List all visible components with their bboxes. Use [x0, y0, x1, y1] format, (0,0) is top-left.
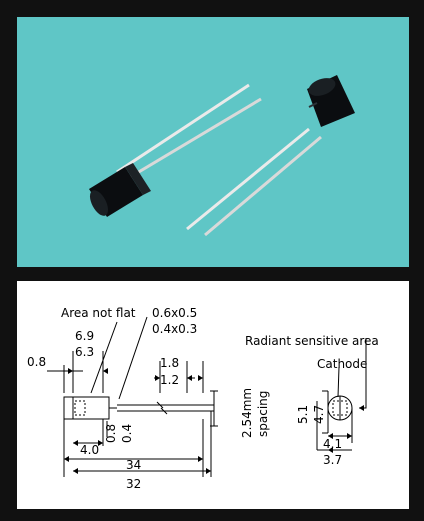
- lead-1-left: [116, 83, 250, 174]
- label-cathode: Cathode: [317, 357, 367, 371]
- dim-32: 32: [126, 477, 141, 491]
- label-radiant-sensitive-area: Radiant sensitive area: [245, 334, 379, 348]
- lead-1-right: [186, 127, 310, 231]
- dim-4.0: 4.0: [80, 443, 99, 457]
- dim-3.7: 3.7: [323, 453, 342, 467]
- dim-0.4: 0.4: [120, 424, 134, 443]
- dim-4.1: 4.1: [323, 437, 342, 451]
- dim-0.8-left: 0.8: [27, 355, 46, 369]
- lead-2-left: [126, 97, 262, 181]
- side-body-outline: [63, 396, 110, 420]
- dim-5.1: 5.1: [296, 405, 310, 424]
- dim-4.7: 4.7: [312, 405, 326, 424]
- label-area-not-flat: Area not flat: [61, 306, 136, 320]
- photo-illustration: [89, 75, 355, 237]
- dim-0.8: 0.8: [104, 424, 118, 443]
- dim-1.2: 1.2: [160, 373, 179, 387]
- component-body-right: [307, 75, 355, 127]
- lead-2-right: [204, 135, 322, 237]
- dim-1.8: 1.8: [160, 356, 179, 370]
- dim-6.3: 6.3: [75, 345, 94, 359]
- dim-0.6x0.5: 0.6x0.5: [152, 306, 197, 320]
- dim-2.54mm: 2.54mm: [240, 388, 254, 438]
- product-photo: [17, 17, 409, 267]
- dim-34: 34: [126, 458, 141, 472]
- component-body-left: [89, 163, 151, 217]
- dimension-drawing: Area not flat 0.6x0.5 0.4x0.3 6.9 6.3 0.…: [17, 281, 409, 509]
- dim-6.9: 6.9: [75, 329, 94, 343]
- dim-0.4x0.3: 0.4x0.3: [152, 322, 197, 336]
- dim-spacing: spacing: [256, 391, 270, 437]
- dimension-svg: Area not flat 0.6x0.5 0.4x0.3 6.9 6.3 0.…: [27, 306, 379, 491]
